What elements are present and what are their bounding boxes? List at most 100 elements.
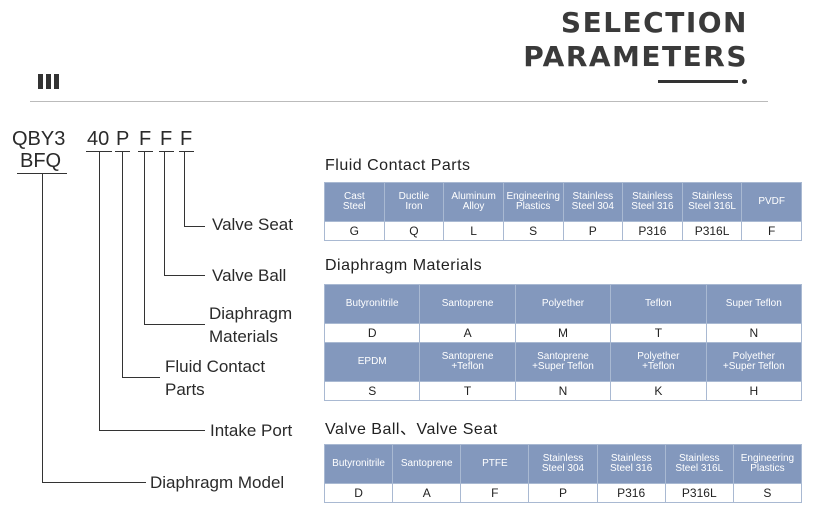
- diaphragm-underline: [138, 151, 153, 152]
- material-header-cell: Super Teflon: [705, 284, 803, 324]
- material-header-cell: Santoprene: [419, 284, 516, 324]
- code-cell: N: [705, 323, 803, 343]
- code-cell: P316L: [681, 221, 743, 241]
- model-connector-h: [42, 482, 146, 483]
- diaphragm-connector: [144, 151, 145, 324]
- code-cell: T: [419, 381, 516, 401]
- intake-connector: [99, 151, 100, 430]
- material-header-cell: Santoprene+Super Teflon: [514, 342, 612, 382]
- intake-connector-h: [99, 430, 205, 431]
- section-title-diaphragm: Diaphragm Materials: [325, 257, 483, 274]
- model-code-series: QBY3: [12, 128, 66, 150]
- material-header-cell: Butyronitrile: [323, 444, 394, 484]
- code-cell: P316: [596, 483, 666, 503]
- code-cell: K: [610, 381, 707, 401]
- model-code-ball: F: [160, 128, 173, 150]
- code-cell: T: [610, 323, 707, 343]
- model-code-bfq: BFQ: [20, 150, 62, 172]
- material-header-cell: Santoprene: [392, 444, 462, 484]
- code-cell: A: [419, 323, 516, 343]
- code-cell: F: [741, 221, 802, 241]
- code-cell: P316: [622, 221, 683, 241]
- header-divider: [30, 101, 768, 102]
- code-cell: A: [392, 483, 462, 503]
- code-cell: F: [460, 483, 530, 503]
- label-fluid-l2: Parts: [165, 380, 205, 399]
- seat-connector-h: [184, 226, 205, 227]
- label-valve-ball: Valve Ball: [212, 266, 287, 285]
- label-diaphragm-model: Diaphragm Model: [150, 473, 285, 492]
- ball-connector-h: [164, 275, 205, 276]
- code-cell: Q: [383, 221, 445, 241]
- label-fluid-l1: Fluid Contact: [165, 357, 266, 376]
- code-cell: S: [502, 221, 564, 241]
- model-connector: [42, 173, 43, 482]
- page-title-line1: SELECTION: [560, 6, 748, 39]
- model-code-port: 40: [87, 128, 110, 150]
- code-cell: P: [528, 483, 598, 503]
- section-title-fluid: Fluid Contact Parts: [325, 157, 471, 174]
- code-cell: H: [705, 381, 803, 401]
- ball-underline: [159, 151, 174, 152]
- model-code-diaphragm: F: [139, 128, 152, 150]
- ball-connector: [164, 151, 165, 275]
- code-cell: M: [514, 323, 612, 343]
- code-cell: P316L: [664, 483, 734, 503]
- code-cell: S: [732, 483, 803, 503]
- title-underline: [658, 80, 738, 83]
- diaphragm-connector-h: [144, 324, 205, 325]
- label-intake-port: Intake Port: [210, 421, 293, 440]
- code-cell: D: [323, 483, 394, 503]
- material-header-cell: Santoprene+Teflon: [419, 342, 516, 382]
- label-diaphragm-l2: Materials: [209, 327, 278, 346]
- seat-connector: [184, 151, 185, 226]
- material-header-cell: PTFE: [460, 444, 530, 484]
- label-valve-seat: Valve Seat: [212, 215, 293, 234]
- material-header-cell: Polyether+Super Teflon: [705, 342, 803, 382]
- code-cell: G: [324, 221, 385, 241]
- code-cell: L: [443, 221, 504, 241]
- page-title-line2: PARAMETERS: [523, 40, 748, 73]
- material-header-cell: Polyether+Teflon: [610, 342, 707, 382]
- fluid-connector-h: [122, 377, 160, 378]
- model-code-fluid: P: [116, 128, 130, 150]
- material-header-cell: Polyether: [514, 284, 612, 324]
- code-cell: P: [562, 221, 624, 241]
- label-diaphragm-l1: Diaphragm: [209, 304, 293, 323]
- code-cell: S: [323, 381, 421, 401]
- material-header-cell: Butyronitrile: [323, 284, 421, 324]
- title-dot: [742, 79, 747, 84]
- material-header-cell: EPDM: [323, 342, 421, 382]
- material-header-cell: PVDF: [741, 182, 802, 222]
- code-cell: D: [323, 323, 421, 343]
- fluid-connector: [122, 151, 123, 377]
- code-cell: N: [514, 381, 612, 401]
- decorative-bars-icon: [38, 74, 59, 89]
- section-title-valve: Valve Ball、Valve Seat: [325, 421, 498, 438]
- material-header-cell: Teflon: [610, 284, 707, 324]
- seat-underline: [179, 151, 194, 152]
- model-code-seat: F: [180, 128, 193, 150]
